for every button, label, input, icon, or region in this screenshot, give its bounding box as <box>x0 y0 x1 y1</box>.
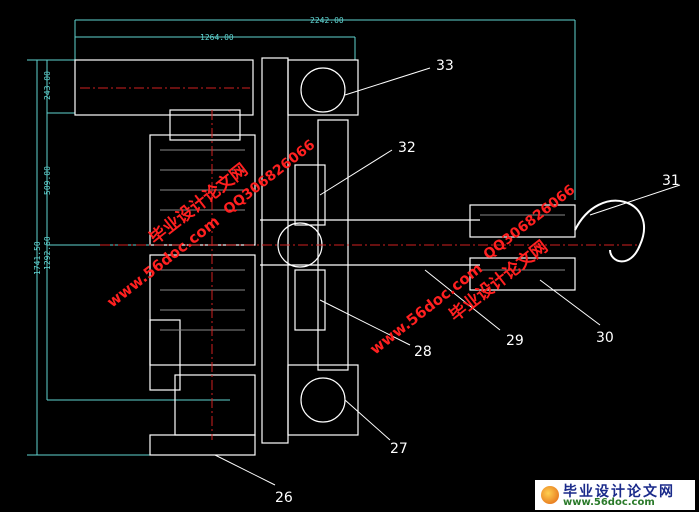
part-number-31: 31 <box>662 173 680 189</box>
dim-lower-height: 1292.60 <box>43 236 52 270</box>
dim-upper-width: 1264.00 <box>200 33 234 42</box>
machine-outline <box>74 57 645 456</box>
dim-mid-height: 509.00 <box>43 166 52 195</box>
globe-icon <box>541 486 559 504</box>
part-number-33: 33 <box>436 58 454 74</box>
part-number-28: 28 <box>414 344 432 360</box>
part-number-29: 29 <box>506 333 524 349</box>
logo-title: 毕业设计论文网 <box>563 484 675 500</box>
part-number-32: 32 <box>398 140 416 156</box>
coil-hatching <box>160 149 565 331</box>
dim-overall-width: 2242.00 <box>310 16 344 25</box>
site-logo: 毕业设计论文网 www.56doc.com <box>535 480 695 510</box>
dimension-lines <box>27 19 576 456</box>
logo-url: www.56doc.com <box>563 497 655 508</box>
dim-top-height: 243.00 <box>43 71 52 100</box>
dim-overall-height: 1741.50 <box>33 241 42 275</box>
leader-lines <box>214 67 681 486</box>
part-number-27: 27 <box>390 441 408 457</box>
part-number-30: 30 <box>596 330 614 346</box>
part-number-26: 26 <box>275 490 293 506</box>
centerlines <box>80 87 640 440</box>
